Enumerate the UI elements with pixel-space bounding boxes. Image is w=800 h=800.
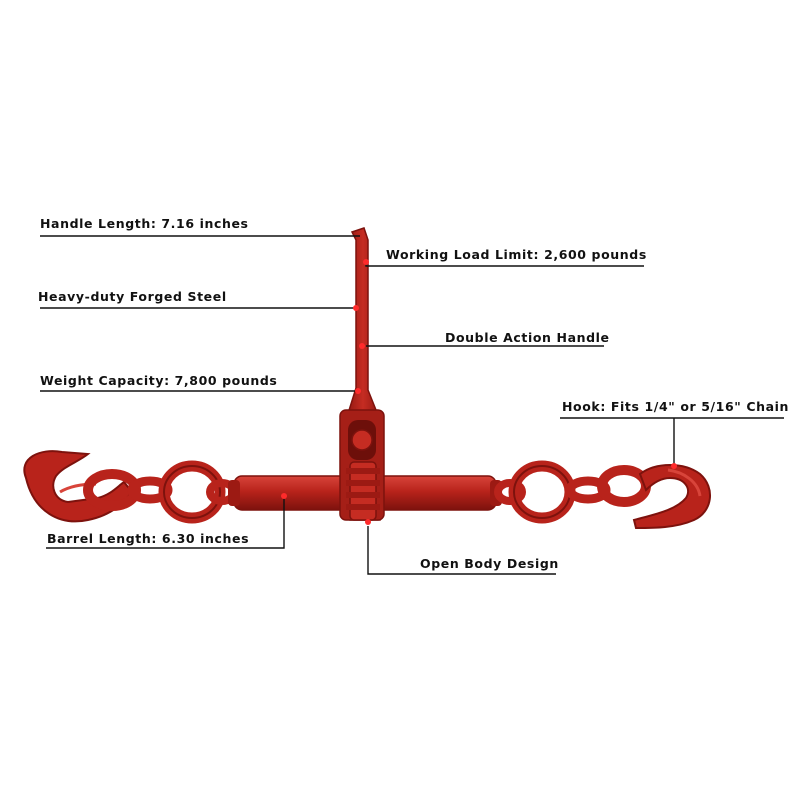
- callout-weight-capacity: Weight Capacity: 7,800 pounds: [40, 373, 278, 388]
- right-hook: [632, 464, 712, 530]
- right-chain: [494, 460, 651, 524]
- left-chain: [83, 460, 238, 524]
- callout-forged-steel: Heavy-duty Forged Steel: [38, 289, 227, 304]
- callout-hook: Hook: Fits 1/4" or 5/16" Chain: [562, 399, 790, 414]
- ratchet-handle: [339, 227, 385, 521]
- callout-double-action-handle: Double Action Handle: [445, 330, 610, 345]
- callout-barrel-length: Barrel Length: 6.30 inches: [47, 531, 250, 546]
- callout-handle-length: Handle Length: 7.16 inches: [40, 216, 249, 231]
- callout-working-load-limit: Working Load Limit: 2,600 pounds: [386, 247, 647, 262]
- callout-open-body-design: Open Body Design: [420, 556, 559, 571]
- callout-markers: [281, 259, 677, 525]
- ratchet-gear: [346, 461, 380, 521]
